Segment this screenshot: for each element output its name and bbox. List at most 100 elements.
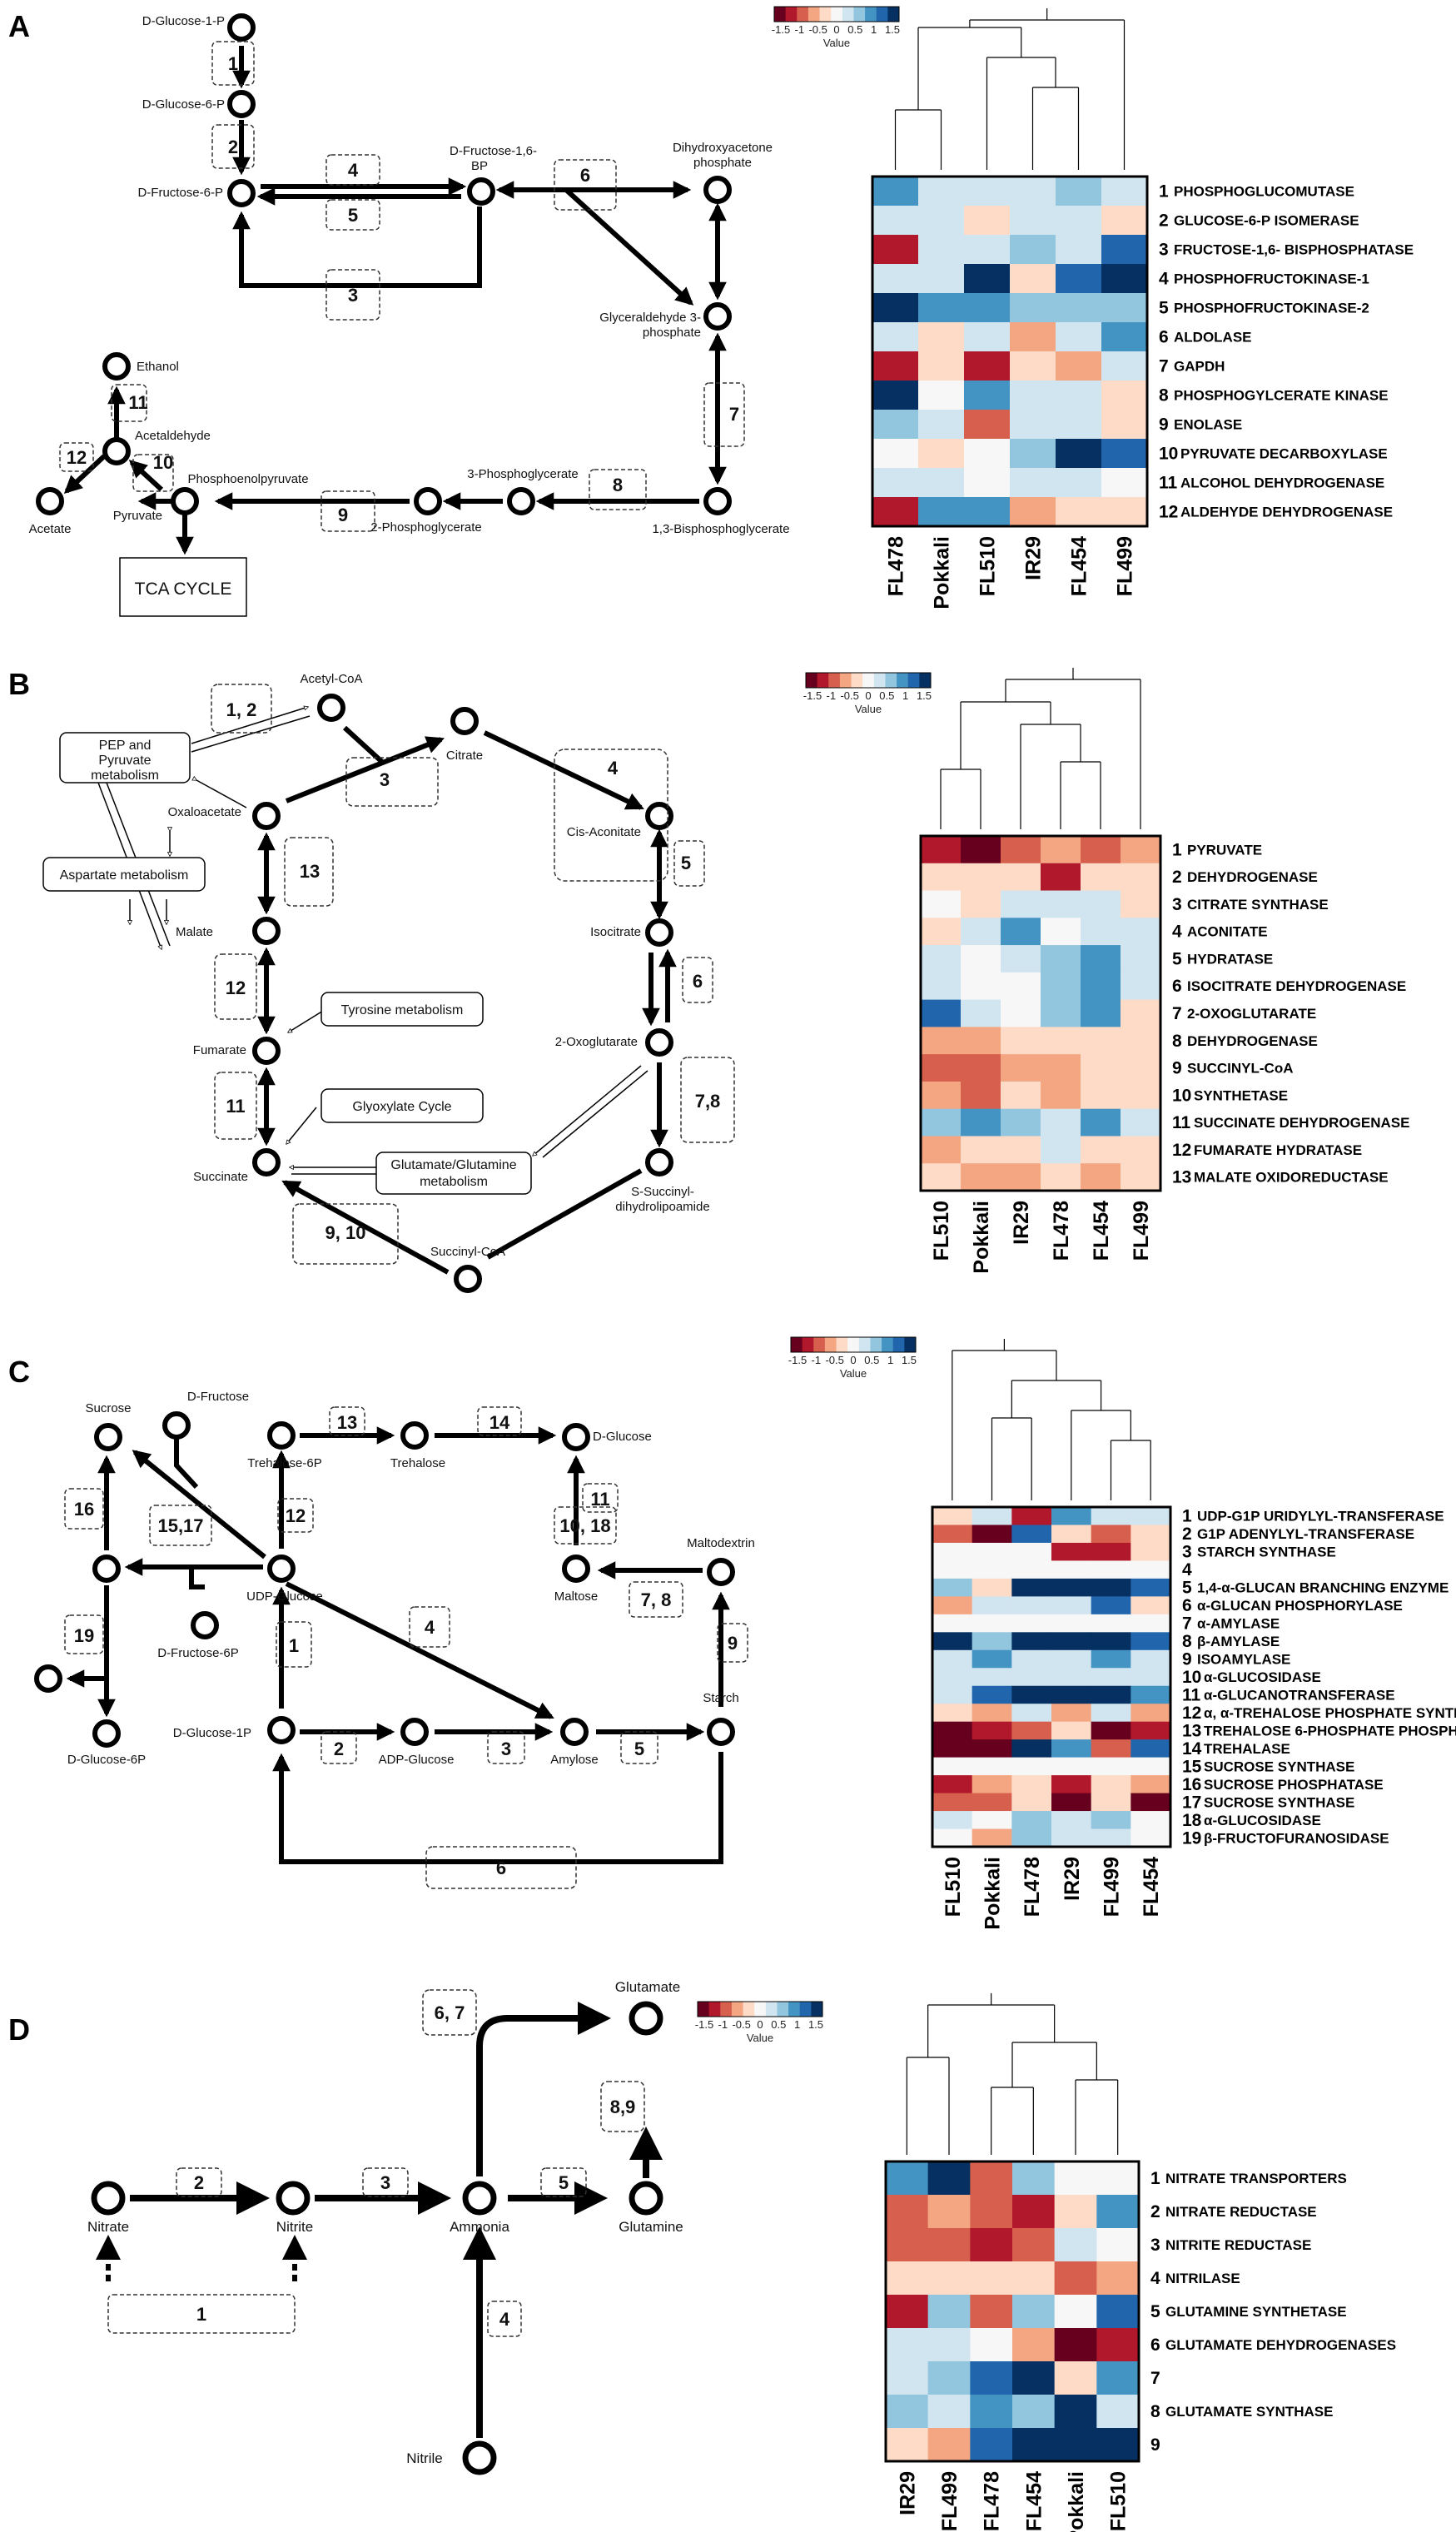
legend-swatch [777, 2002, 789, 2017]
row-label: ISOCITRATE DEHYDROGENASE [1187, 978, 1406, 994]
legend-swatch [828, 673, 841, 688]
heatmap-cell [918, 381, 965, 410]
enzyme-box [487, 2301, 522, 2337]
enzyme-box [717, 1623, 748, 1663]
heatmap-cell [1091, 1721, 1131, 1740]
legend-swatch [698, 2002, 710, 2017]
enzyme-number: 2 [194, 2172, 204, 2193]
heatmap-cell [1091, 1578, 1131, 1597]
column-label: Pokkali [981, 1857, 1005, 1930]
metabolite-label: Ammonia [450, 2219, 509, 2235]
heatmap-cell [932, 1542, 973, 1561]
pathway-label: Tyrosine metabolism [341, 1003, 464, 1017]
enzyme-box [325, 269, 380, 321]
row-label: GLUTAMINE SYNTHETASE [1165, 2304, 1347, 2320]
heatmap-cell [932, 1632, 973, 1651]
heatmap-cell [971, 1525, 1012, 1544]
row-label: ISOAMYLASE [1197, 1652, 1290, 1668]
pathway-label: Aspartate metabolism [60, 868, 189, 883]
heatmap-cell [1131, 1685, 1171, 1704]
panel-b: B [8, 667, 735, 1293]
row-number: 12 [1159, 503, 1178, 522]
heatmap-cell [1056, 177, 1102, 206]
heatmap-cell [1096, 2161, 1140, 2196]
metabolite-node [645, 1148, 673, 1176]
legend-swatch [853, 7, 866, 22]
column-label: Pokkali [970, 1201, 993, 1274]
heatmap-cell [1131, 1704, 1171, 1723]
heatmap-cell [886, 2195, 929, 2229]
heatmap-cell [961, 945, 1001, 973]
metabolite-label: Citrate [446, 749, 483, 763]
metabolite-label: Succinate [193, 1170, 248, 1184]
heatmap-cell [1131, 1775, 1171, 1793]
enzyme-number: 1 [289, 1635, 299, 1656]
enzyme-box [425, 1846, 577, 1889]
heatmap-cell [1010, 468, 1056, 498]
heatmap-cell [1051, 1793, 1092, 1812]
heatmap-cell [971, 1596, 1012, 1615]
row-label: SUCROSE SYNTHASE [1204, 1758, 1354, 1774]
metabolite-label: Malate [176, 925, 213, 939]
heatmap-cell [1054, 2195, 1097, 2229]
row-label: FUMARATE HYDRATASE [1194, 1142, 1362, 1158]
heatmap-cell [886, 2428, 929, 2462]
legend-swatch [785, 7, 798, 22]
heatmap-cell [1010, 497, 1056, 527]
metabolite-node [252, 917, 281, 945]
metabolite-node [227, 179, 256, 207]
column-label: FL499 [1101, 1857, 1124, 1917]
metabolite-label: Dihydroxyacetone [673, 141, 773, 155]
enzyme-box [325, 154, 380, 186]
enzyme-box [487, 1731, 525, 1764]
heatmap-cell [921, 890, 962, 918]
metabolite-node [703, 302, 732, 331]
metabolite-label: Ethanol [137, 360, 179, 374]
enzyme-number: 13 [337, 1412, 357, 1433]
row-label: PHOSPHOFRUCTOKINASE-2 [1174, 301, 1369, 316]
enzyme-box [409, 1606, 450, 1648]
enzyme-box [321, 490, 375, 532]
legend-title: Value [840, 1367, 867, 1380]
heatmap-cell [1091, 1649, 1131, 1669]
heatmap-cell [1051, 1775, 1092, 1793]
heatmap-cell [1101, 235, 1148, 265]
metabolite-label: Isocitrate [590, 925, 641, 939]
legend-swatch [873, 673, 886, 688]
row-number: 8 [1159, 386, 1169, 405]
enzyme-box [582, 1483, 619, 1513]
heatmap-cell [932, 1668, 973, 1687]
heatmap-cell [1096, 2328, 1140, 2362]
row-number: 1 [1182, 1507, 1192, 1526]
metabolite-label: dihydrolipoamide [615, 1200, 709, 1214]
heatmap-cell [1001, 972, 1041, 1001]
heatmap-cell [1101, 497, 1148, 527]
enzyme-number: 3 [501, 1739, 511, 1759]
heatmap-cell [886, 2228, 929, 2262]
metabolite-node [562, 1423, 590, 1451]
arrow [476, 2002, 611, 2176]
legend-frame [773, 6, 900, 22]
heatmap-cell [961, 972, 1001, 1001]
row-label: GLUTAMATE SYNTHASE [1165, 2404, 1333, 2420]
row-number: 1 [1150, 2169, 1160, 2188]
heatmap-cell [872, 264, 919, 294]
row-label: α, α-TREHALOSE PHOSPHATE SYNTHASE [1204, 1705, 1456, 1721]
enzyme-number: 9, 10 [325, 1222, 366, 1243]
heatmap-cell [1121, 1108, 1161, 1137]
legend-tick: -1 [718, 2018, 728, 2031]
heatmap-cell [1056, 206, 1102, 236]
heatmap-cell [1001, 1163, 1041, 1191]
row-number: 6 [1159, 328, 1169, 347]
heatmap-cell [1091, 1811, 1131, 1829]
dendrogram [940, 668, 1141, 829]
heatmap-cell [918, 206, 965, 236]
column-label: IR29 [1022, 536, 1046, 580]
heatmap-cell [1054, 2428, 1097, 2462]
heatmap-cell [886, 2161, 929, 2196]
heatmap-cell [932, 1560, 973, 1579]
legend-swatch [774, 7, 787, 22]
metabolite-node [414, 487, 442, 515]
